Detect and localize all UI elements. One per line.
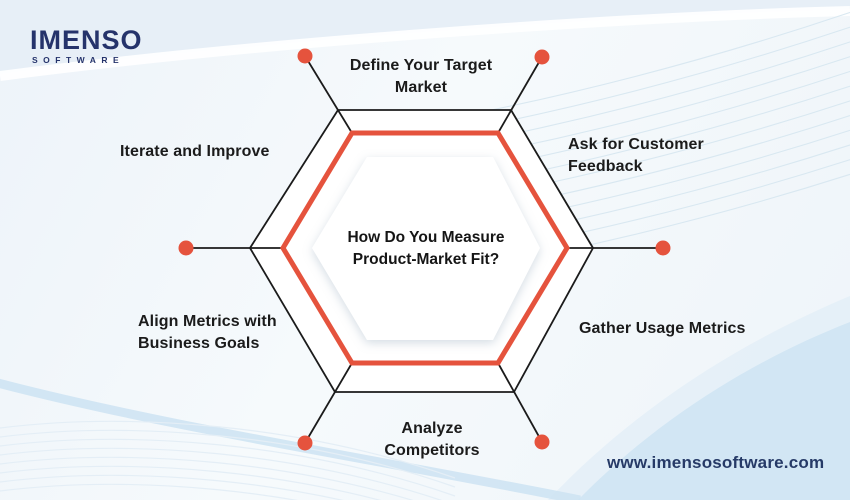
connector-bottom-right	[497, 362, 543, 443]
top-wave-band	[0, 0, 850, 74]
brand-logo-subtitle: SOFTWARE	[32, 55, 125, 65]
decor-arc	[0, 438, 456, 497]
bottom-right-wave-fill	[578, 322, 850, 500]
connector-top-right	[497, 56, 543, 134]
decor-arc	[0, 474, 344, 500]
decor-arc	[509, 73, 850, 178]
node-dot-top-right	[534, 49, 550, 65]
decor-arc	[0, 429, 456, 488]
corner-arcs-bottom-left	[0, 420, 456, 500]
node-label-define-target-market: Define Your Target Market	[349, 57, 493, 96]
node-dot-top-left	[297, 48, 313, 64]
node-dot-left	[178, 240, 194, 256]
website-url: www.imensosoftware.com	[607, 453, 825, 472]
decor-arc	[505, 59, 850, 165]
node-label-align-metrics: Align Metrics with Business Goals	[138, 313, 277, 352]
connector-lines	[185, 55, 664, 444]
decor-arc	[0, 447, 442, 500]
node-label-usage-metrics: Gather Usage Metrics	[579, 320, 746, 337]
decor-arc	[485, 7, 850, 112]
center-question: How Do You Measure Product-Market Fit?	[347, 229, 505, 268]
decor-arc	[0, 456, 414, 500]
connector-bottom-left	[304, 362, 353, 444]
node-label-iterate-improve: Iterate and Improve	[120, 143, 270, 160]
node-dot-bottom-left	[297, 435, 313, 451]
decor-arc	[490, 20, 850, 125]
decor-arc	[524, 112, 850, 217]
node-dots	[178, 48, 671, 451]
decor-arc	[529, 125, 850, 231]
decor-arc	[0, 420, 456, 479]
node-label-customer-feedback: Ask for Customer Feedback	[568, 136, 704, 175]
corner-arcs-top-right	[485, 7, 850, 257]
top-wave-highlight	[0, 6, 850, 81]
decor-arc	[500, 46, 850, 152]
decor-arc	[0, 483, 298, 500]
decor-arc	[0, 465, 381, 500]
node-dot-bottom-right	[534, 434, 550, 450]
brand-logo: IMENSO SOFTWARE	[30, 26, 143, 65]
node-dot-right	[655, 240, 671, 256]
brand-logo-title: IMENSO	[30, 25, 143, 55]
inner-hexagon	[312, 157, 540, 340]
connector-top-left	[304, 55, 353, 134]
decor-arc	[495, 33, 850, 139]
decor-arc	[514, 86, 850, 191]
node-label-analyze-competitors: Analyze Competitors	[384, 420, 480, 459]
decor-arc	[519, 99, 850, 204]
